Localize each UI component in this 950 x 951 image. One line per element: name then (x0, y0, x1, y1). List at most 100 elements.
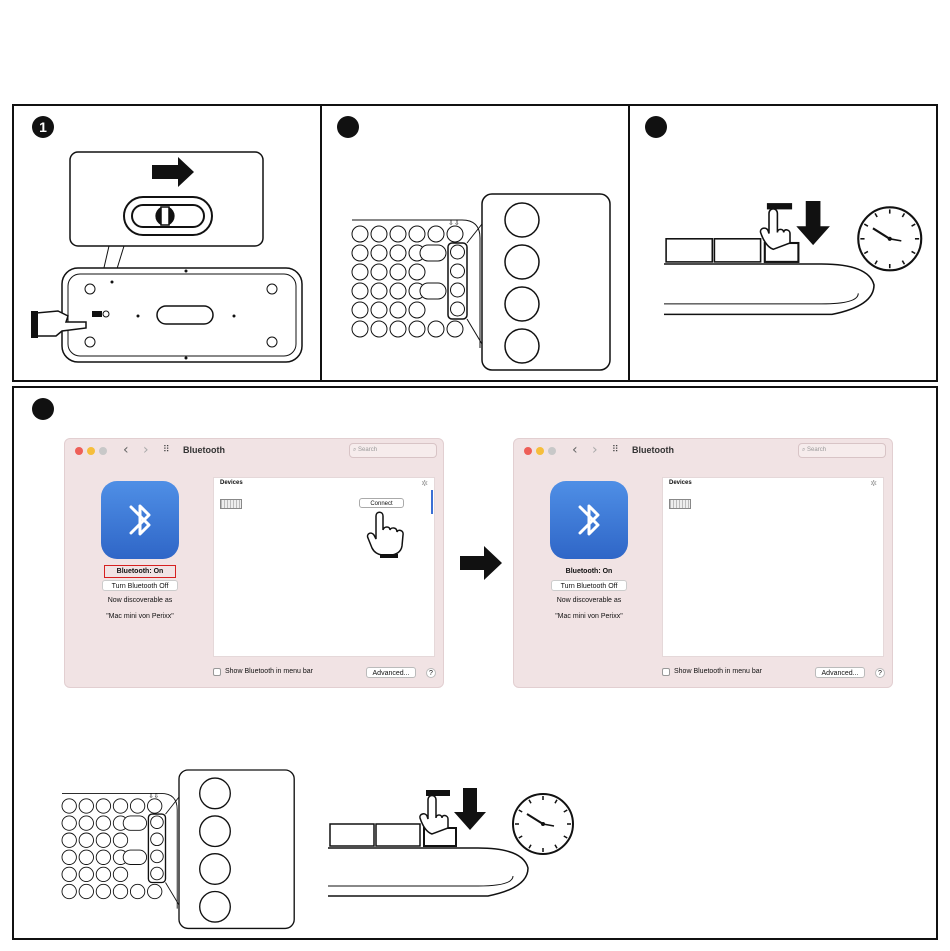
bluetooth-icon (101, 481, 179, 559)
show-in-menu-bar-checkbox[interactable] (662, 668, 670, 676)
forward-icon[interactable]: › (592, 442, 598, 458)
help-button[interactable]: ? (426, 668, 436, 678)
round-key (78, 815, 94, 831)
clock-tick (563, 809, 568, 813)
wide-key (419, 282, 447, 300)
round-key (61, 866, 77, 883)
callout-box (481, 193, 611, 371)
turn-bluetooth-off-button[interactable]: Turn Bluetooth Off (102, 580, 178, 591)
round-key (95, 832, 112, 848)
round-key (112, 832, 129, 848)
round-key (370, 244, 388, 262)
zoom-window-button[interactable] (99, 447, 107, 455)
grid-icon[interactable]: ⠿ (612, 445, 619, 455)
computer-name-text: "Mac mini von Perixx" (555, 613, 623, 620)
keyboard-edge (62, 792, 178, 909)
show-in-menu-bar-label: Show Bluetooth in menu bar (225, 668, 313, 675)
round-key (61, 815, 77, 831)
clock-tick (911, 250, 916, 255)
hand-pointer-icon (366, 511, 404, 558)
round-key (129, 798, 146, 814)
search-input[interactable]: ⌕ Search (798, 443, 886, 458)
round-key (78, 832, 94, 848)
step-4-panel: ‹ › ⠿ Bluetooth ⌕ Search Bluetooth: On T… (12, 386, 938, 940)
clock-tick (874, 212, 878, 218)
sleeve-cuff (766, 203, 793, 210)
function-key (150, 849, 164, 864)
step-1-panel: 1 (12, 104, 322, 382)
arrow-down-icon (454, 788, 486, 830)
round-key (112, 866, 129, 883)
forward-icon[interactable]: › (143, 442, 149, 458)
round-key (147, 798, 163, 814)
keyboard-side-icon (328, 847, 529, 897)
callout-box (178, 769, 295, 930)
advanced-button[interactable]: Advanced... (366, 667, 416, 678)
show-in-menu-bar-checkbox[interactable] (213, 668, 221, 676)
clock-tick (901, 212, 906, 218)
minimize-window-button[interactable] (536, 447, 544, 455)
advanced-button[interactable]: Advanced... (815, 667, 865, 678)
clock-tick (901, 260, 906, 265)
spinner-icon: ✲ (421, 479, 428, 488)
round-key (351, 301, 369, 319)
round-key (389, 225, 407, 243)
enlarged-key (199, 777, 231, 810)
round-key (95, 815, 112, 831)
list-scrollbar[interactable] (431, 490, 433, 514)
help-button[interactable]: ? (875, 668, 885, 678)
devices-header: Devices (669, 480, 692, 486)
clock-tick (528, 844, 532, 849)
computer-name-text: "Mac mini von Perixx" (106, 613, 174, 620)
clock-tick (563, 835, 568, 839)
clock-icon (512, 793, 574, 855)
round-key (389, 263, 407, 281)
bluetooth-icon (550, 481, 628, 559)
grid-icon[interactable]: ⠿ (163, 445, 170, 455)
led-indicator-icon: ⇩⇩ (448, 219, 460, 227)
round-key (408, 320, 426, 338)
connect-button[interactable]: Connect (359, 498, 404, 508)
round-key (370, 301, 388, 319)
round-key (408, 301, 426, 319)
callout-line (466, 318, 483, 345)
close-window-button[interactable] (75, 447, 83, 455)
round-key (61, 798, 77, 814)
devices-list: Devices ✲ (662, 477, 884, 657)
zoom-window-button[interactable] (548, 447, 556, 455)
clock-tick (554, 844, 558, 849)
round-key (389, 244, 407, 262)
close-window-button[interactable] (524, 447, 532, 455)
round-key (427, 225, 445, 243)
round-key (351, 225, 369, 243)
round-key (370, 225, 388, 243)
back-icon[interactable]: ‹ (572, 442, 578, 458)
enlarged-key (504, 328, 540, 364)
round-key (370, 282, 388, 300)
search-input[interactable]: ⌕ Search (349, 443, 437, 458)
clock-tick (528, 799, 532, 804)
round-key (351, 263, 369, 281)
round-key (112, 883, 129, 900)
round-key (78, 798, 94, 814)
enlarged-key (504, 244, 540, 280)
round-key (351, 320, 369, 338)
back-icon[interactable]: ‹ (123, 442, 129, 458)
function-key (150, 866, 164, 881)
round-key (61, 849, 77, 865)
round-key (147, 883, 163, 900)
minimize-window-button[interactable] (87, 447, 95, 455)
sleeve-cuff (426, 790, 450, 796)
hand-pointer-icon (31, 310, 87, 338)
function-key (150, 832, 164, 847)
round-key (61, 832, 77, 848)
clock-hand (526, 813, 544, 825)
bluetooth-status-label: Bluetooth: On (565, 568, 613, 575)
turn-bluetooth-off-button[interactable]: Turn Bluetooth Off (551, 580, 627, 591)
keyboard-base-line (664, 293, 859, 305)
keycap (375, 823, 421, 847)
status-highlight-box (104, 565, 176, 578)
window-title: Bluetooth (632, 445, 674, 455)
clock-hand (872, 227, 891, 240)
round-key (129, 883, 146, 900)
